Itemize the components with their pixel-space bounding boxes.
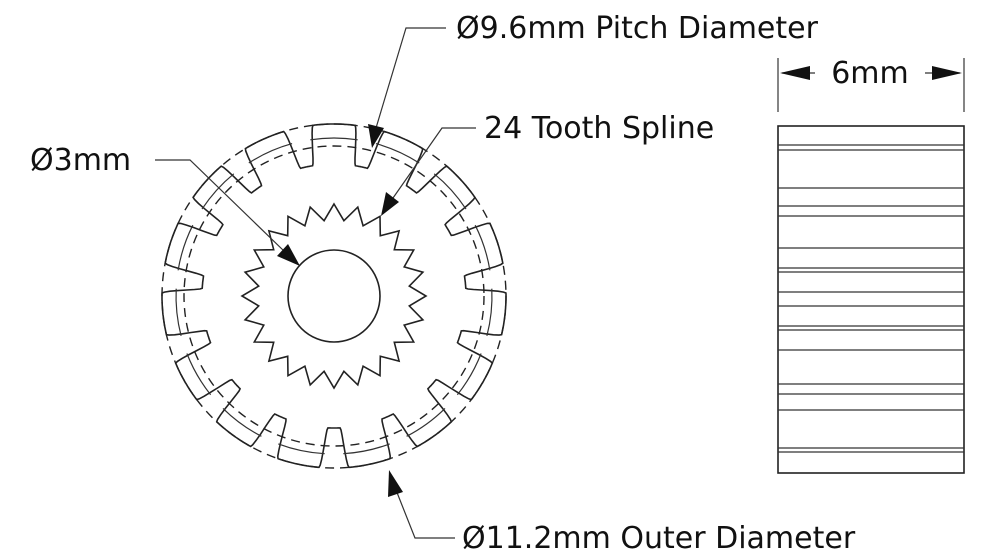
width-arrow-right	[932, 66, 962, 80]
tooth-fold-arc	[474, 224, 491, 271]
outer-diameter-leader	[395, 489, 455, 539]
tooth-fold-arc	[186, 353, 212, 396]
bore-circle	[287, 249, 381, 343]
gear-side-view: 6mm	[777, 56, 965, 474]
tooth-fold-arc	[343, 443, 390, 455]
tooth-fold-arc	[310, 137, 358, 141]
width-label: 6mm	[831, 56, 909, 91]
pitch-diameter-callout: Ø9.6mm Pitch Diameter	[368, 11, 819, 148]
pitch-diameter-arrow	[368, 124, 384, 148]
pitch-diameter-label: Ø9.6mm Pitch Diameter	[456, 11, 819, 46]
spline-label: 24 Tooth Spline	[484, 111, 714, 146]
spline-leader	[392, 127, 476, 199]
tooth-fold-arc	[248, 143, 293, 164]
tooth-fold-arc	[486, 288, 493, 337]
width-arrow-left	[780, 66, 810, 80]
bore-arrow	[277, 244, 300, 266]
gear-tooth-profile	[161, 123, 507, 469]
tooth-fold-arc	[201, 173, 235, 210]
outer-diameter-arrow	[388, 470, 403, 497]
bore-label: Ø3mm	[30, 143, 131, 178]
bore-leader	[155, 159, 286, 253]
outer-diameter-callout: Ø11.2mm Outer Diameter	[388, 470, 856, 556]
pitch-diameter-leader	[375, 27, 446, 129]
tooth-fold-lines	[175, 137, 493, 455]
side-view-tooth-lines	[778, 144, 964, 453]
tooth-fold-arc	[177, 224, 194, 271]
gear-front-view	[161, 123, 507, 469]
tooth-fold-arc	[278, 443, 325, 455]
tooth-fold-arc	[433, 173, 467, 210]
tooth-fold-arc	[175, 288, 182, 337]
side-view-outline	[777, 125, 965, 474]
outer-diameter-label: Ø11.2mm Outer Diameter	[462, 521, 856, 556]
spline-profile	[240, 202, 428, 390]
tooth-fold-arc	[456, 353, 482, 396]
spline-callout: 24 Tooth Spline	[381, 111, 714, 216]
tooth-fold-arc	[222, 407, 262, 437]
bore-callout: Ø3mm	[30, 143, 300, 266]
outer-diameter-circle	[161, 123, 507, 469]
pitch-diameter-circle	[183, 145, 485, 447]
spline-arrow	[381, 192, 399, 216]
tooth-fold-arc	[406, 407, 446, 437]
